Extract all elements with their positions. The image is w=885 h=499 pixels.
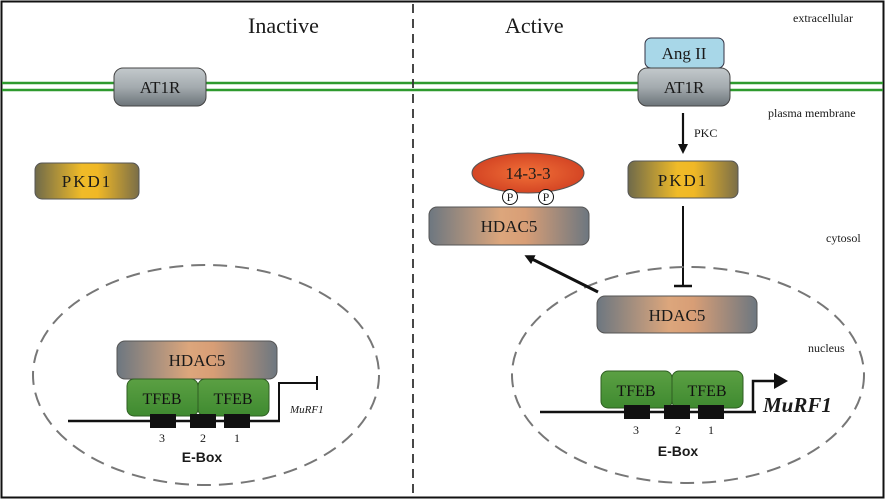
svg-text:AT1R: AT1R [664,78,705,97]
svg-text:P: P [543,190,550,204]
inactive-nucleus-outline [32,264,380,486]
svg-text:PKD1: PKD1 [62,172,113,191]
active-hdac5-nucleus: HDAC5 [596,295,758,334]
extracellular-label: extracellular [793,11,853,25]
active-tfeb-left: TFEB [600,370,673,409]
svg-text:AT1R: AT1R [140,78,181,97]
active-pkd1: PKD1 [627,160,739,199]
active-receptor: AT1R [637,67,731,107]
active-gene-label: MuRF1 [762,393,832,417]
active-ebox-3: 3 [633,423,639,437]
phospho-left: P [502,189,518,205]
active-ang-ii: Ang II [644,37,725,69]
inactive-gene-label: MuRF1 [289,404,324,416]
inactive-receptor: AT1R [113,67,207,107]
phospho-right: P [538,189,554,205]
svg-text:HDAC5: HDAC5 [649,306,706,325]
inactive-ebox-1: 1 [234,431,240,445]
cytosol-label: cytosol [826,231,861,245]
export-arrow [524,255,599,294]
adaptor-14-3-3: 14-3-3 [471,152,585,194]
active-ebox-label: E-Box [658,443,699,459]
inhibition-line [674,206,692,288]
nucleus-label: nucleus [808,341,845,355]
plasma-membrane-label: plasma membrane [768,106,856,120]
svg-text:PKD1: PKD1 [658,171,709,190]
svg-text:HDAC5: HDAC5 [481,217,538,236]
inactive-ebox-2: 2 [200,431,206,445]
svg-text:TFEB: TFEB [213,391,252,408]
active-hdac5-cytosol: HDAC5 [428,206,590,246]
inactive-pkd1: PKD1 [34,162,140,200]
inactive-tfeb-left: TFEB [126,378,199,417]
active-title: Active [505,13,564,38]
svg-text:TFEB: TFEB [142,391,181,408]
active-dna [540,373,788,419]
svg-text:14-3-3: 14-3-3 [505,164,550,183]
svg-text:TFEB: TFEB [616,383,655,400]
inactive-tfeb-right: TFEB [197,378,270,417]
inactive-title: Inactive [248,13,319,38]
inactive-ebox-3: 3 [159,431,165,445]
svg-text:Ang II: Ang II [662,44,707,63]
active-tfeb-right: TFEB [671,370,744,409]
svg-text:P: P [507,190,514,204]
active-ebox-1: 1 [708,423,714,437]
active-ebox-2: 2 [675,423,681,437]
inactive-dna [68,376,318,428]
inactive-hdac5: HDAC5 [116,340,278,380]
inactive-ebox-label: E-Box [182,449,223,465]
svg-text:TFEB: TFEB [687,383,726,400]
active-nucleus-outline [511,266,865,484]
svg-text:HDAC5: HDAC5 [169,351,226,370]
pkc-label: PKC [694,126,717,140]
